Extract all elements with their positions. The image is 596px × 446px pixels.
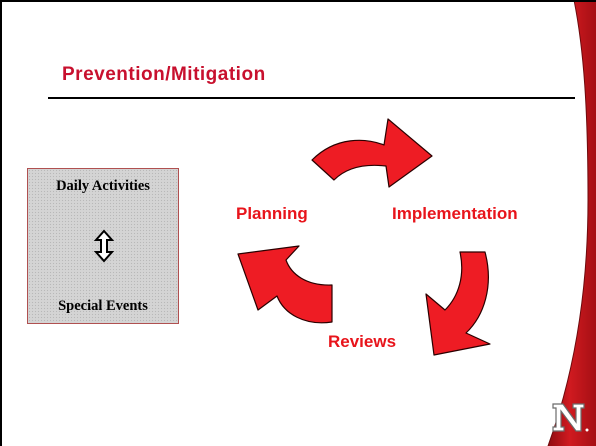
implementation-label: Implementation [392, 204, 518, 223]
slide-title: Prevention/Mitigation [62, 64, 266, 85]
reviews-label: Reviews [328, 332, 397, 351]
slide-frame-left [0, 0, 2, 446]
title-underline [48, 97, 575, 99]
slide-frame-top [0, 0, 596, 2]
activities-box: Daily Activities Special Events [27, 168, 179, 324]
up-down-arrow-icon [93, 229, 115, 263]
cycle-arrow-left [237, 245, 333, 324]
cycle-arrow-top [311, 118, 433, 188]
nebraska-n-logo [552, 403, 589, 432]
cycle-arrow-right [425, 251, 491, 356]
planning-label: Planning [236, 204, 308, 223]
special-events-label: Special Events [58, 298, 148, 314]
daily-activities-label: Daily Activities [56, 178, 150, 194]
